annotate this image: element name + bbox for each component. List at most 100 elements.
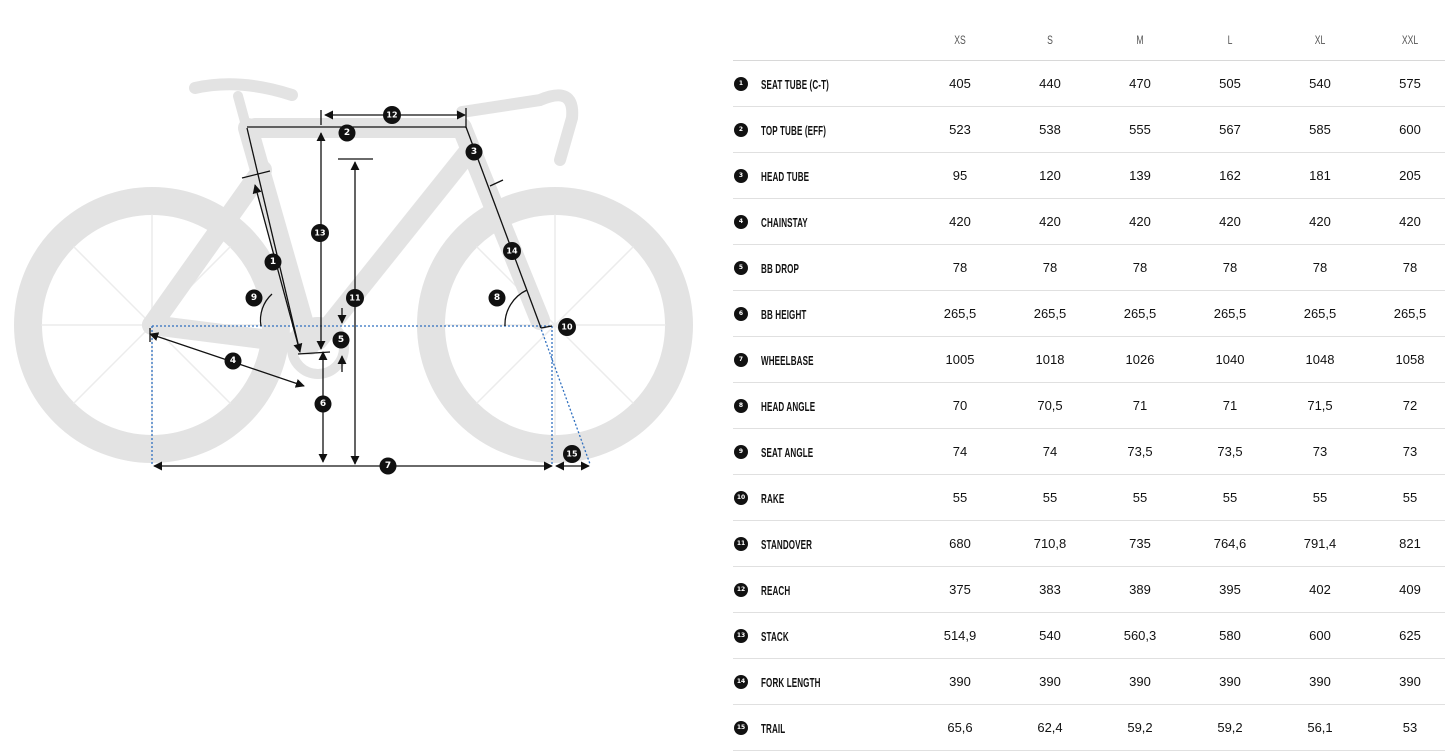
size-header-xxl: XXL: [1401, 33, 1419, 47]
row-number-badge: 14: [734, 675, 748, 689]
cell-value: 78: [1222, 260, 1238, 275]
cell-value: 402: [1309, 582, 1331, 597]
cell-value: 1048: [1305, 352, 1335, 367]
callout-5: 5: [332, 331, 350, 349]
cell-value: 764,6: [1213, 536, 1247, 551]
cell-value: 540: [1039, 628, 1061, 643]
cell-value: 575: [1399, 76, 1421, 91]
cell-value: 74: [952, 444, 968, 459]
callout-13: 13: [311, 224, 329, 242]
row-label: HEAD ANGLE: [761, 399, 816, 414]
cell-value: 70: [952, 398, 968, 413]
row-number-badge: 11: [734, 537, 748, 551]
callout-badges: 1 2 3 4 5 6 7 8 9 10 11 12 13 14 15: [224, 106, 581, 475]
cell-value: 53: [1402, 720, 1418, 735]
cell-value: 390: [1039, 674, 1061, 689]
svg-text:12: 12: [386, 111, 397, 120]
cell-value: 71: [1222, 398, 1238, 413]
cell-value: 470: [1129, 76, 1151, 91]
svg-text:9: 9: [251, 293, 257, 303]
size-header-m: M: [1136, 33, 1144, 47]
cell-value: 420: [1129, 214, 1151, 229]
cell-value: 409: [1399, 582, 1421, 597]
row-number-badge: 7: [734, 353, 748, 367]
cell-value: 59,2: [1127, 720, 1153, 735]
size-header-xs: XS: [954, 33, 966, 47]
svg-text:14: 14: [506, 247, 518, 256]
cell-value: 120: [1039, 168, 1061, 183]
row-number-badge: 8: [734, 399, 748, 413]
svg-text:8: 8: [494, 293, 500, 303]
row-label: BB HEIGHT: [761, 307, 807, 322]
cell-value: 440: [1039, 76, 1061, 91]
cell-value: 62,4: [1037, 720, 1063, 735]
cell-value: 78: [952, 260, 968, 275]
cell-value: 73,5: [1127, 444, 1153, 459]
callout-1: 1: [264, 253, 282, 271]
diagram-svg: 1 2 3 4 5 6 7 8 9 10 11 12 13 14 15: [14, 78, 693, 475]
callout-10: 10: [558, 318, 576, 336]
callout-8: 8: [488, 289, 506, 307]
cell-value: 383: [1039, 582, 1061, 597]
cell-value: 1040: [1215, 352, 1245, 367]
row-label: STACK: [761, 629, 789, 644]
cell-value: 72: [1402, 398, 1418, 413]
row-label: REACH: [761, 583, 791, 598]
cell-value: 680: [949, 536, 971, 551]
callout-7: 7: [379, 457, 397, 475]
cell-value: 390: [1219, 674, 1241, 689]
cell-value: 420: [1309, 214, 1331, 229]
callout-14: 14: [503, 242, 521, 260]
svg-text:13: 13: [314, 229, 325, 238]
callout-6: 6: [314, 395, 332, 413]
cell-value: 70,5: [1037, 398, 1063, 413]
row-label: SEAT TUBE (C-T): [761, 77, 829, 92]
svg-text:11: 11: [349, 294, 361, 303]
cell-value: 55: [1132, 490, 1148, 505]
handlebar: [456, 89, 579, 166]
cell-value: 265,5: [1123, 306, 1157, 321]
row-number-badge: 9: [734, 445, 748, 459]
row-number-badge: 1: [734, 77, 748, 91]
cell-value: 560,3: [1123, 628, 1157, 643]
row-label: HEAD TUBE: [761, 169, 810, 184]
cell-value: 265,5: [943, 306, 977, 321]
row-number-badge: 5: [734, 261, 748, 275]
cell-value: 540: [1309, 76, 1331, 91]
cell-value: 585: [1309, 122, 1331, 137]
cell-value: 420: [1219, 214, 1241, 229]
callout-3: 3: [465, 143, 483, 161]
row-number-badge: 3: [734, 169, 748, 183]
row-number-badge: 6: [734, 307, 748, 321]
row-number-badge: 13: [734, 629, 748, 643]
row-label: STANDOVER: [761, 537, 813, 552]
cell-value: 514,9: [943, 628, 977, 643]
cell-value: 523: [949, 122, 971, 137]
cell-value: 265,5: [1033, 306, 1067, 321]
cell-value: 390: [1399, 674, 1421, 689]
cell-value: 390: [949, 674, 971, 689]
cell-value: 389: [1129, 582, 1151, 597]
cell-value: 78: [1132, 260, 1148, 275]
cell-value: 395: [1219, 582, 1241, 597]
cell-value: 821: [1399, 536, 1421, 551]
cell-value: 55: [1222, 490, 1238, 505]
row-label: SEAT ANGLE: [761, 445, 814, 460]
cell-value: 625: [1399, 628, 1421, 643]
cell-value: 74: [1042, 444, 1058, 459]
front-wheel: [417, 187, 693, 463]
cell-value: 1026: [1125, 352, 1155, 367]
cell-value: 139: [1129, 168, 1151, 183]
callout-12: 12: [383, 106, 401, 124]
cell-value: 791,4: [1303, 536, 1337, 551]
row-number-badge: 15: [734, 721, 748, 735]
